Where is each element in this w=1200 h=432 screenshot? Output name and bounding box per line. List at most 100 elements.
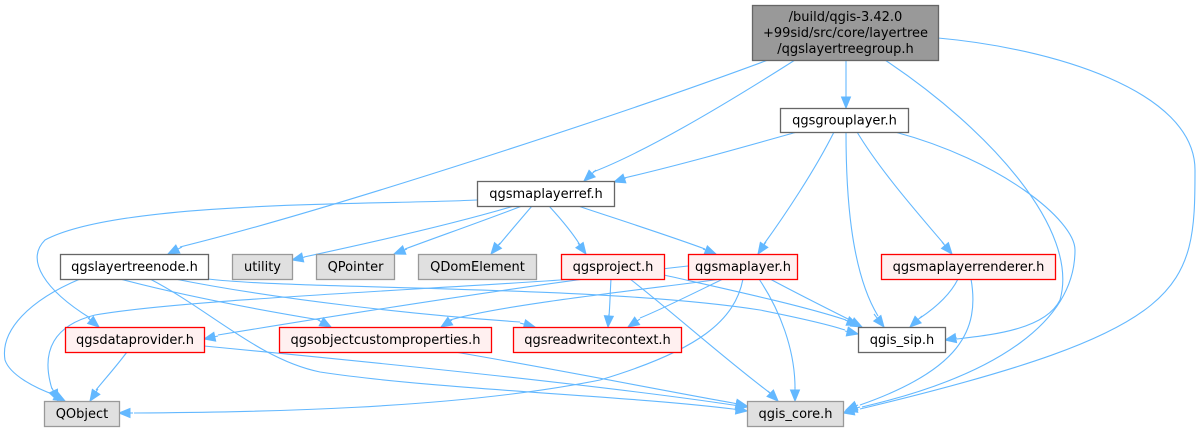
edge-qgsmaplayerref-to-QPointer	[392, 205, 523, 255]
node-root[interactable]: /build/qgis-3.42.0+99sid/src/core/layert…	[751, 4, 940, 62]
edge-line	[884, 59, 1064, 340]
edge-line	[663, 274, 847, 321]
nodes-layer: /build/qgis-3.42.0+99sid/src/core/layert…	[43, 4, 1057, 428]
node-label: qgis_sip.h	[870, 333, 934, 348]
node-qdomelement: QDomElement	[417, 253, 538, 281]
node-label: qgslayertreenode.h	[71, 260, 198, 275]
node-label: /qgslayertreegroup.h	[777, 42, 914, 57]
edge-root-to-qgsgrouplayer	[840, 60, 852, 110]
edge-line	[404, 205, 523, 250]
node-qgslayertreenode[interactable]: qgslayertreenode.h	[59, 253, 210, 281]
arrowhead-icon	[574, 241, 587, 256]
edge-root-to-qgis_sip	[884, 59, 1064, 344]
edge-line	[859, 278, 974, 406]
edge-line	[859, 37, 1196, 410]
node-label: qgsmaplayerref.h	[489, 187, 603, 202]
edge-line-end	[317, 319, 322, 323]
edge-root-to-qgslayertreenode	[166, 59, 769, 255]
arrowhead-icon	[703, 244, 718, 255]
edge-qgsmaplayerref-to-qgsproject	[548, 205, 587, 256]
edge-line-end	[177, 246, 183, 250]
edge-qgsproject-to-qgsreadwritecontext	[603, 278, 615, 329]
edge-root-to-qgsmaplayerref	[583, 59, 796, 182]
edge-line	[303, 205, 515, 258]
node-box	[278, 326, 493, 354]
edge-line	[845, 131, 879, 317]
edge-line	[769, 278, 851, 321]
edge-line-end	[87, 317, 91, 321]
node-qgsdataprovider[interactable]: qgsdataprovider.h	[64, 326, 206, 354]
node-box	[315, 253, 396, 281]
edge-line	[454, 351, 734, 404]
edge-qgsmaplayerrenderer-to-qgis_sip	[909, 278, 959, 328]
node-box	[687, 253, 799, 281]
edge-line-end	[941, 241, 946, 246]
node-box	[231, 253, 294, 281]
arrowhead-icon	[626, 316, 641, 328]
edge-line-end	[849, 320, 853, 323]
edge-line	[95, 351, 128, 391]
edges-layer	[3, 37, 1196, 419]
edge-line	[629, 278, 771, 394]
node-qgsreadwritecontext[interactable]: qgsreadwritecontext.h	[512, 326, 683, 354]
edge-line-end	[873, 313, 878, 319]
arrowhead-icon	[603, 315, 615, 329]
node-box	[857, 326, 947, 354]
edge-line	[207, 278, 846, 331]
edge-qgsmaplayerref-to-utility	[290, 205, 515, 263]
edge-line-end	[519, 322, 525, 325]
edge-line	[623, 131, 798, 179]
edge-qgsmaplayerref-to-qgsmaplayer	[577, 205, 718, 255]
edge-line-end	[302, 256, 306, 259]
node-qgis-core: qgis_core.h	[746, 400, 845, 428]
edge-line	[149, 278, 734, 410]
edge-line	[449, 278, 723, 321]
node-box	[746, 400, 845, 428]
node-qobject: QObject	[43, 400, 121, 428]
node-box	[476, 180, 616, 208]
node-box	[417, 253, 538, 281]
edge-qgsdataprovider-to-QObject	[89, 351, 128, 403]
edge-line-end	[404, 248, 408, 251]
arrowhead-icon	[845, 326, 860, 337]
edge-line	[548, 205, 581, 246]
edge-line-end	[636, 318, 641, 322]
node-qgsobjectcustomproperties[interactable]: qgsobjectcustomproperties.h	[278, 326, 493, 354]
edge-qgsmaplayer-to-qgis_sip	[769, 278, 864, 328]
node-label: qgsmaplayerrenderer.h	[893, 260, 1045, 275]
node-qgsmaplayer[interactable]: qgsmaplayer.h	[687, 253, 799, 281]
node-box	[43, 400, 121, 428]
edge-qgsmaplayer-to-qgsreadwritecontext	[626, 278, 724, 328]
node-label: /build/qgis-3.42.0	[789, 10, 903, 25]
node-label: qgis_core.h	[759, 407, 833, 422]
edge-line-end	[51, 387, 54, 392]
node-box	[880, 253, 1057, 281]
arrowhead-icon	[872, 314, 885, 329]
edge-line	[919, 278, 959, 319]
node-qgsgrouplayer[interactable]: qgsgrouplayer.h	[779, 107, 910, 134]
edge-line-end	[844, 319, 848, 322]
node-qgsproject[interactable]: qgsproject.h	[560, 253, 666, 281]
edge-line-end	[95, 388, 99, 393]
edge-line	[36, 199, 478, 319]
node-box	[751, 4, 940, 62]
arrowhead-icon	[117, 407, 131, 419]
edge-line	[577, 205, 706, 250]
node-qgis-sip[interactable]: qgis_sip.h	[857, 326, 947, 354]
edge-line-end	[855, 404, 859, 407]
edge-line	[203, 345, 734, 406]
edge-qgsmaplayerrenderer-to-qgis_core	[844, 278, 974, 411]
node-label: +99sid/src/core/layertree	[763, 26, 928, 41]
arrowhead-icon	[202, 331, 217, 342]
node-label: qgsproject.h	[573, 260, 654, 275]
arrowhead-icon	[757, 241, 769, 256]
node-label: QObject	[56, 407, 109, 422]
edge-line	[592, 59, 796, 173]
node-qgsmaplayerrenderer[interactable]: qgsmaplayerrenderer.h	[880, 253, 1057, 281]
edge-line	[3, 278, 81, 396]
arrowhead-icon	[943, 332, 958, 344]
node-qgsmaplayerref[interactable]: qgsmaplayerref.h	[476, 180, 616, 208]
edge-line-end	[844, 330, 848, 333]
node-label: QDomElement	[430, 260, 525, 275]
edge-line	[639, 278, 724, 319]
